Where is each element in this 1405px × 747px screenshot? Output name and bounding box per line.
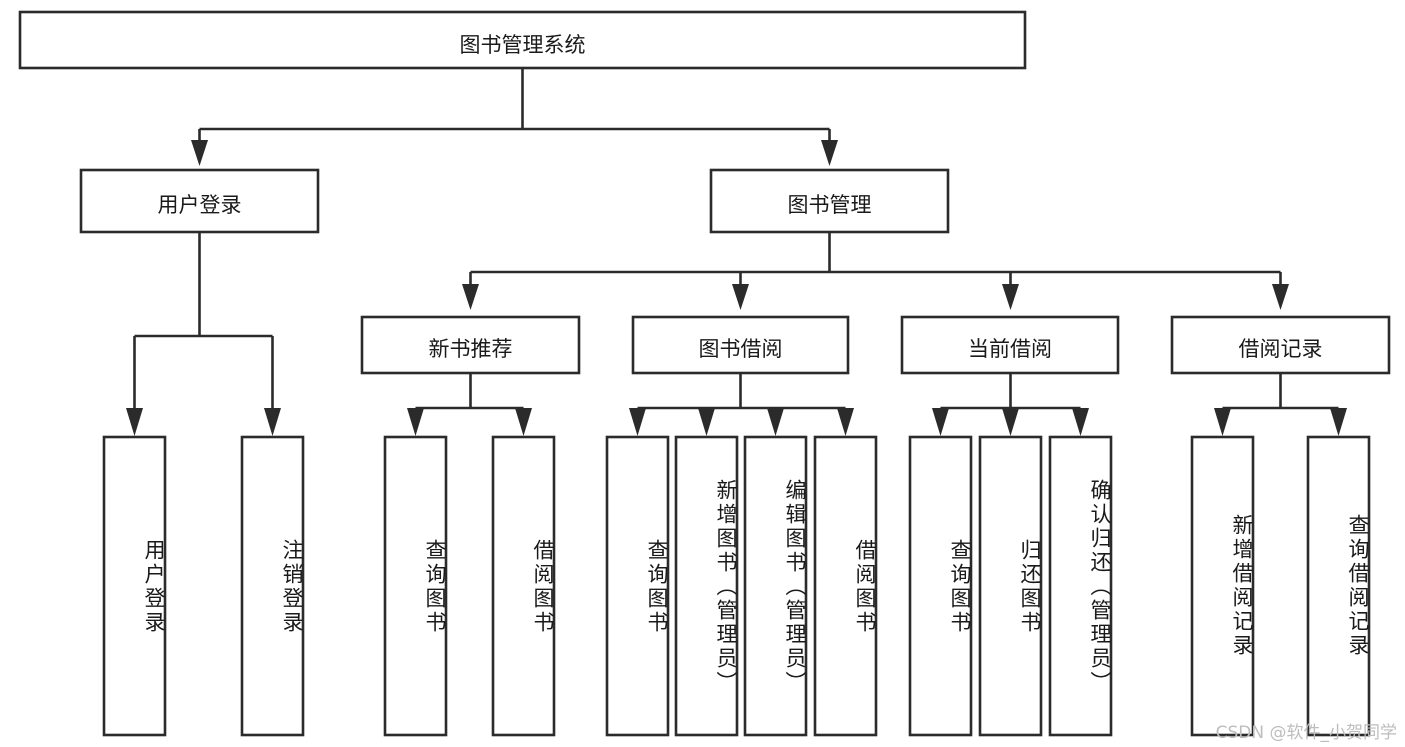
arrowhead-current-borrow-to-query-book: [932, 408, 949, 436]
node-box-leaf-edit-book[interactable]: [743, 435, 808, 737]
node-box-leaf-confirm-return[interactable]: [1048, 435, 1113, 737]
arrowhead-book-manage-to-book-borrow: [732, 284, 749, 310]
node-box-user-login[interactable]: [79, 168, 320, 234]
arrowhead-book-borrow-to-borrow-book: [837, 408, 854, 436]
arrowhead-book-borrow-to-query-book: [629, 408, 646, 436]
arrowhead-book-manage-to-borrow-record: [1272, 284, 1289, 310]
node-box-leaf-query-book-1[interactable]: [383, 435, 448, 737]
node-box-leaf-user-login[interactable]: [102, 435, 167, 737]
arrowhead-user-login-to-leaf-user-login: [126, 408, 143, 436]
arrowhead-book-manage-to-current-borrow: [1002, 284, 1019, 310]
arrowhead-borrow-record-to-add-record: [1214, 408, 1231, 436]
arrowhead-current-borrow-to-confirm-return: [1072, 408, 1089, 436]
arrowhead-book-borrow-to-edit-book: [767, 408, 784, 436]
arrowhead-book-borrow-to-add-book: [698, 408, 715, 436]
node-box-borrow-record[interactable]: [1170, 315, 1391, 375]
node-box-leaf-add-record[interactable]: [1190, 435, 1255, 737]
node-box-leaf-add-book[interactable]: [674, 435, 739, 737]
node-box-book-borrow[interactable]: [631, 315, 850, 375]
node-box-leaf-return-book[interactable]: [978, 435, 1043, 737]
node-box-leaf-borrow-book-2[interactable]: [813, 435, 878, 737]
node-box-book-manage[interactable]: [709, 168, 950, 234]
node-box-leaf-query-book-3[interactable]: [908, 435, 973, 737]
node-box-root[interactable]: [18, 10, 1027, 70]
arrowhead-new-book-rec-to-borrow-book: [515, 408, 532, 436]
arrowhead-book-manage-to-new-book-rec: [462, 284, 479, 310]
arrowhead-root-to-book-manage: [821, 140, 838, 166]
node-box-leaf-query-record[interactable]: [1306, 435, 1371, 737]
arrowhead-new-book-rec-to-query-book: [407, 408, 424, 436]
arrowhead-borrow-record-to-query-record: [1330, 408, 1347, 436]
node-box-leaf-borrow-book-1[interactable]: [491, 435, 556, 737]
arrowhead-current-borrow-to-return-book: [1002, 408, 1019, 436]
node-box-leaf-query-book-2[interactable]: [605, 435, 670, 737]
node-box-leaf-logout[interactable]: [240, 435, 305, 737]
arrowhead-user-login-to-leaf-logout: [264, 408, 281, 436]
node-box-current-borrow[interactable]: [900, 315, 1120, 375]
node-box-new-book-rec[interactable]: [360, 315, 581, 375]
arrowhead-root-to-user-login: [191, 140, 208, 166]
